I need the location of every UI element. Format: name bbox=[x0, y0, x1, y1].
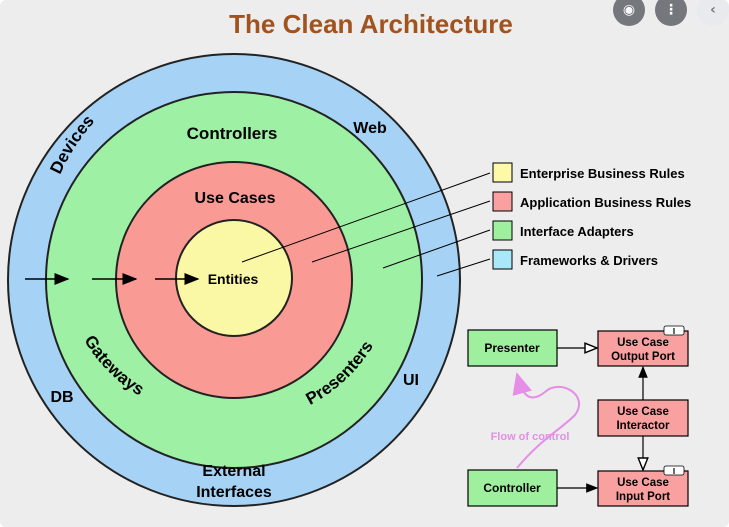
ui-label: UI bbox=[403, 372, 419, 389]
interactor-label-line2: Interactor bbox=[616, 420, 670, 432]
presenter-box-label: Presenter bbox=[484, 341, 540, 355]
flow-of-control-curve bbox=[512, 372, 580, 469]
lens-search-icon[interactable]: ◉ bbox=[613, 0, 645, 26]
legend-swatch-application bbox=[492, 191, 513, 212]
output-port-label-line2: Output Port bbox=[611, 351, 675, 363]
entities-core bbox=[175, 219, 293, 337]
interface-badge-input bbox=[663, 465, 685, 476]
legend-leader-line bbox=[382, 229, 491, 269]
legend-label-enterprise: Enterprise Business Rules bbox=[520, 166, 685, 181]
external-interfaces-label-line2: Interfaces bbox=[196, 484, 272, 501]
web-label: Web bbox=[353, 120, 387, 137]
db-label: DB bbox=[50, 389, 73, 406]
interactor-label-line1: Use Case bbox=[617, 406, 669, 418]
chevron-left-icon[interactable]: ‹ bbox=[697, 0, 729, 26]
legend-swatch-frameworks bbox=[492, 249, 513, 270]
flow-of-control-diagram: Presenter Use Case Output Port I Use Cas… bbox=[467, 325, 689, 507]
output-port-label-line1: Use Case bbox=[617, 337, 669, 349]
legend-leader-line bbox=[241, 172, 491, 263]
controller-box bbox=[467, 469, 558, 507]
more-options-icon[interactable]: ⋮ bbox=[655, 0, 687, 26]
external-interfaces-label-line1: External bbox=[202, 463, 265, 480]
use-case-output-port-box bbox=[597, 330, 689, 367]
legend-swatch-enterprise bbox=[492, 162, 513, 183]
legend-leader-line bbox=[311, 200, 491, 263]
legend-swatch-adapters bbox=[492, 220, 513, 241]
interface-badge-output bbox=[663, 325, 685, 336]
use-case-input-port-box bbox=[597, 470, 689, 507]
legend-label-application: Application Business Rules bbox=[520, 195, 691, 210]
legend: Enterprise Business Rules Application Bu… bbox=[492, 162, 691, 270]
controllers-label: Controllers bbox=[187, 124, 278, 143]
diagram-title: The Clean Architecture bbox=[229, 9, 513, 39]
interface-badge-input-label: I bbox=[673, 467, 675, 476]
input-port-label-line2: Input Port bbox=[616, 491, 670, 503]
use-cases-label: Use Cases bbox=[195, 190, 276, 207]
legend-leader-line bbox=[436, 258, 491, 277]
controller-box-label: Controller bbox=[483, 481, 541, 495]
entities-label: Entities bbox=[208, 271, 259, 287]
interface-badge-output-label: I bbox=[673, 327, 675, 336]
presenter-box bbox=[467, 329, 558, 367]
legend-label-adapters: Interface Adapters bbox=[520, 224, 634, 239]
input-port-label-line1: Use Case bbox=[617, 477, 669, 489]
legend-label-frameworks: Frameworks & Drivers bbox=[520, 253, 658, 268]
flow-of-control-label: Flow of control bbox=[491, 431, 570, 443]
viewer-controls: ◉ ⋮ ‹ bbox=[613, 0, 729, 26]
